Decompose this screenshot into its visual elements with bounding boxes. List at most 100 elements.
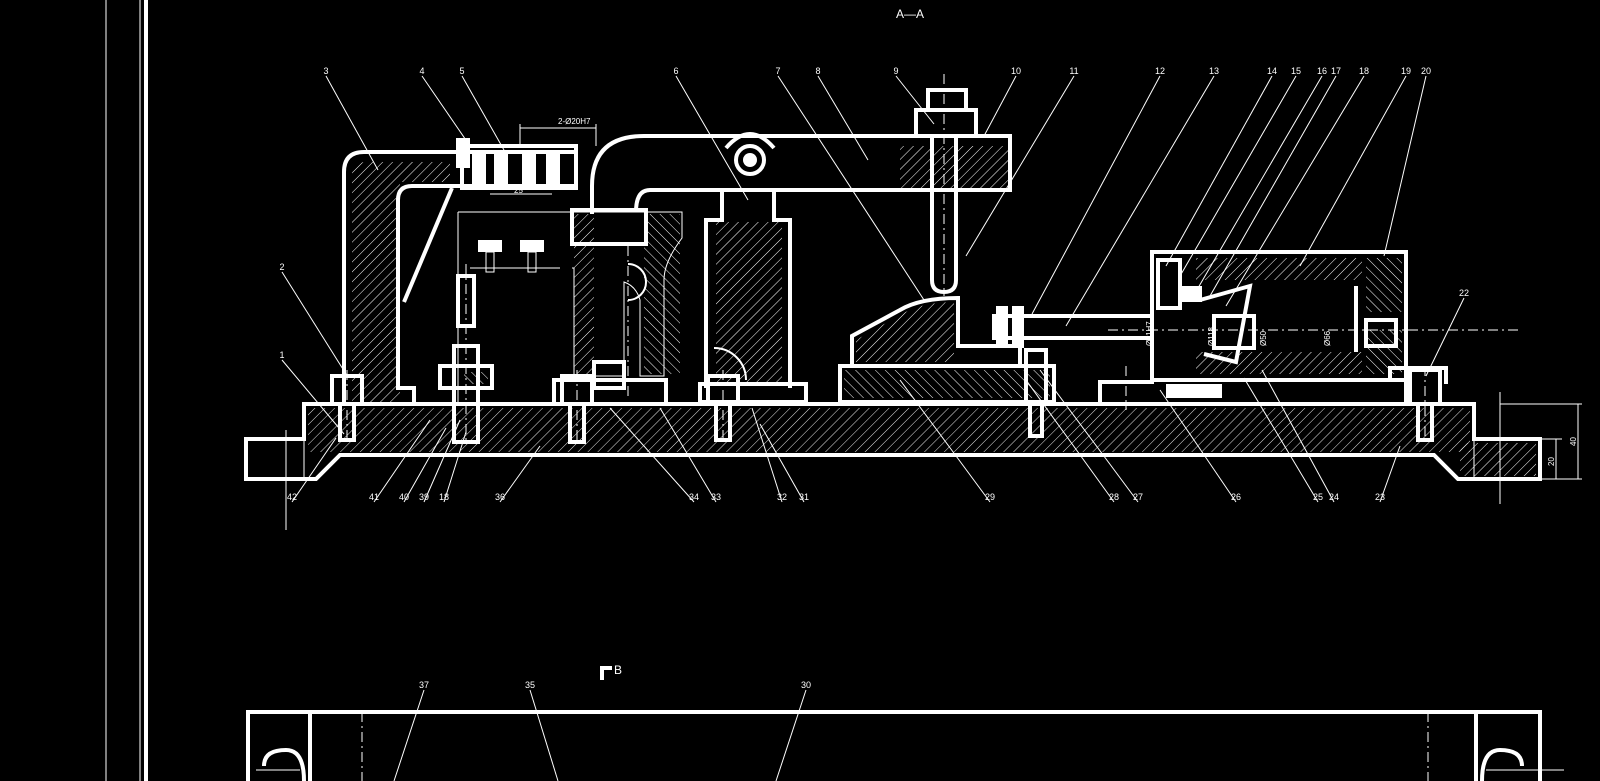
part-number-39: 39 [419,492,429,502]
part-number-6: 6 [673,66,678,76]
part-number-7: 7 [775,66,780,76]
leader-line-5 [461,75,505,151]
base-dimensions: 40 20 [1499,392,1582,504]
bore-2-dimension: Ø118 [1207,326,1216,346]
part-number-4: 4 [419,66,424,76]
part-number-9: 9 [893,66,898,76]
leader-line-8 [817,75,869,161]
leader-line-20 [1383,75,1427,257]
leader-line-15 [1179,75,1297,277]
leader-line-30 [775,689,807,781]
wedge-block[interactable] [838,295,1056,404]
part-number-37: 37 [419,680,429,690]
part-number-23: 23 [1375,492,1385,502]
push-rod[interactable] [992,306,1154,348]
small-screws[interactable] [470,240,560,273]
t-bolt[interactable] [914,74,978,296]
leader-line-13 [1065,75,1215,327]
part-number-34: 34 [689,492,699,502]
pitch-dimension: 25 [514,186,523,195]
leader-line-42 [291,437,337,503]
leader-line-2 [281,271,347,375]
part-number-33: 33 [711,492,721,502]
part-number-2: 2 [279,262,284,272]
leader-line-12 [1031,75,1161,315]
leader-line-7 [777,75,925,301]
part-number-16: 16 [1317,66,1327,76]
leader-line-36 [499,445,541,503]
leader-line-6 [675,75,749,201]
part-number-17: 17 [1331,66,1341,76]
center-support[interactable] [457,211,683,404]
bushing-block[interactable]: 2-Ø20H7 25 [456,117,597,195]
part-number-40: 40 [399,492,409,502]
part-number-41: 41 [369,492,379,502]
leader-line-19 [1299,75,1407,267]
leader-line-40 [403,427,447,503]
section-b-marker: B [600,663,622,680]
part-number-12: 12 [1155,66,1165,76]
part-number-15: 15 [1291,66,1301,76]
leader-line-25 [1243,377,1319,503]
section-a-title: A—A [896,7,924,21]
part-number-11: 11 [1069,66,1078,76]
part-number-35: 35 [525,680,535,690]
leader-line-16 [1197,75,1323,289]
part-leaders [281,75,1465,781]
plan-view[interactable] [246,710,1564,781]
part-number-10: 10 [1011,66,1021,76]
leader-line-23 [1379,445,1401,503]
leader-line-27 [1039,369,1139,503]
base-thickness-dimension: 40 [1569,437,1578,446]
part-number-18: 18 [1359,66,1369,76]
leader-line-26 [1159,389,1237,503]
part-number-25: 25 [1313,492,1323,502]
leader-line-11 [965,75,1075,257]
part-number-30: 30 [801,680,811,690]
leader-line-34 [609,407,695,503]
bore-4-dimension: Ø66 [1323,330,1332,346]
section-b-title: B [614,663,622,677]
plunger-assembly[interactable] [438,264,494,444]
part-number-26: 26 [1231,492,1241,502]
leader-line-39 [423,419,461,503]
part-number-22: 22 [1459,288,1469,298]
hole-spec-dimension: 2-Ø20H7 [558,117,591,126]
part-number-18: 18 [439,492,449,502]
part-number-1: 1 [279,350,284,360]
vertical-support[interactable] [698,188,808,404]
leader-line-18 [443,431,467,503]
leader-line-17 [1209,75,1337,297]
part-number-24: 24 [1329,492,1339,502]
base-plate[interactable] [244,402,1542,481]
part-number-8: 8 [815,66,820,76]
part-number-5: 5 [459,66,464,76]
leader-line-28 [1025,379,1115,503]
leader-line-33 [659,407,717,503]
leader-line-35 [529,689,559,781]
part-number-3: 3 [323,66,328,76]
locating-key[interactable] [552,360,668,406]
bore-3-dimension: Ø50 [1259,330,1268,346]
part-number-14: 14 [1267,66,1277,76]
leader-line-9 [895,75,935,125]
part-number-28: 28 [1109,492,1119,502]
leader-line-31 [759,423,805,503]
flange-thickness-dimension: 20 [1547,457,1556,466]
part-number-31: 31 [799,492,809,502]
leader-line-3 [325,75,379,171]
centerlines [285,366,1127,530]
leader-line-4 [421,75,471,147]
bore-1-dimension: Ø11H7 [1145,321,1154,346]
leader-line-24 [1261,369,1335,503]
part-number-19: 19 [1401,66,1411,76]
leader-line-32 [751,407,783,503]
part-number-20: 20 [1421,66,1431,76]
drawing-frame [105,0,148,781]
part-number-13: 13 [1209,66,1219,76]
hydraulic-cylinder[interactable]: Ø11H7 Ø118 Ø50 Ø66 [1108,250,1520,382]
part-number-42: 42 [287,492,297,502]
leader-line-10 [983,75,1017,137]
